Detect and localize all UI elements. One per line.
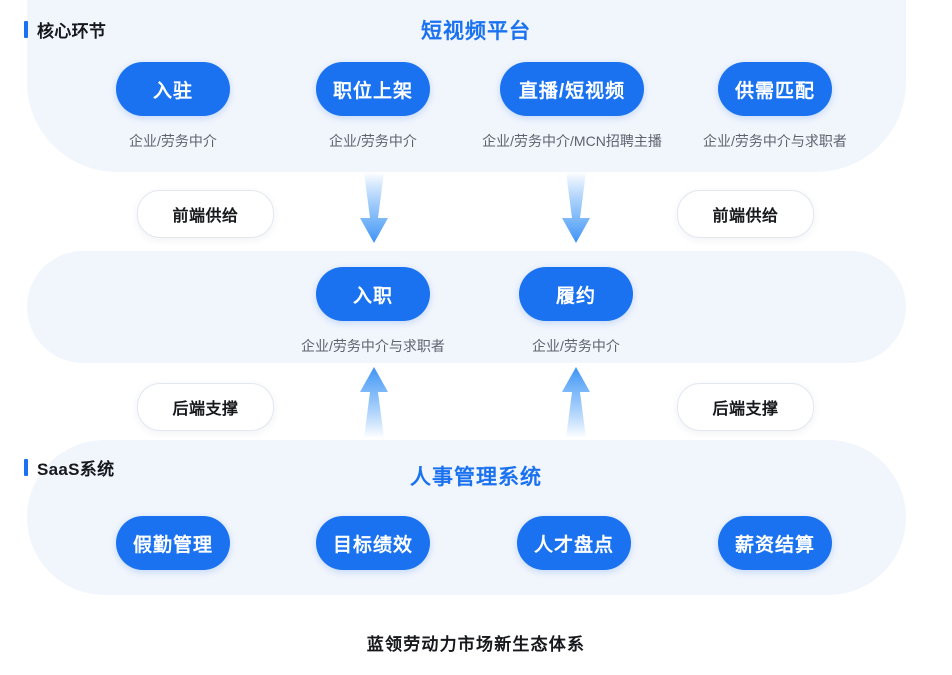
- node-label: 目标绩效: [332, 534, 413, 556]
- chip-front-supply-right[interactable]: 前端供给: [677, 190, 814, 238]
- node-ruzhu[interactable]: 入驻: [116, 62, 230, 116]
- node-caption-zhibo-duanshipin: 企业/劳务中介/MCN招聘主播: [482, 133, 662, 149]
- node-jiaqin-guanli[interactable]: 假勤管理: [116, 516, 230, 570]
- node-caption-gongxu-pipei: 企业/劳务中介与求职者: [703, 133, 847, 149]
- node-gongxu-pipei[interactable]: 供需匹配: [718, 62, 832, 116]
- chip-label: 前端供给: [172, 208, 239, 225]
- section-tag-core: 核心环节: [24, 17, 106, 42]
- node-ruzhi[interactable]: 入职: [316, 267, 430, 321]
- node-label: 职位上架: [332, 80, 413, 102]
- node-label: 人才盘点: [533, 534, 614, 556]
- node-rencai-pandian[interactable]: 人才盘点: [517, 516, 631, 570]
- diagram-caption: 蓝领劳动力市场新生态体系: [366, 635, 586, 654]
- node-xinzi-jiesuan[interactable]: 薪资结算: [718, 516, 832, 570]
- arrow-up-right-icon: [562, 367, 590, 438]
- section-tag-saas: SaaS系统: [24, 455, 114, 480]
- section-marker-bar-icon: [24, 21, 28, 38]
- node-label: 履约: [555, 285, 596, 307]
- node-label: 薪资结算: [734, 534, 815, 556]
- chip-label: 前端供给: [712, 208, 779, 225]
- arrow-down-left-icon: [360, 172, 388, 243]
- saas-band-title: 人事管理系统: [410, 466, 542, 489]
- core-band-title: 短视频平台: [421, 20, 531, 43]
- chip-back-support-left[interactable]: 后端支撑: [137, 383, 274, 431]
- chip-front-supply-left[interactable]: 前端供给: [137, 190, 274, 238]
- node-caption-ruzhu: 企业/劳务中介: [129, 133, 217, 149]
- node-zhibo-duanshipin[interactable]: 直播/短视频: [500, 62, 644, 116]
- node-label: 供需匹配: [734, 80, 815, 102]
- node-caption-ruzhi: 企业/劳务中介与求职者: [301, 338, 445, 354]
- section-marker-bar-icon: [24, 459, 28, 476]
- arrow-down-right-icon: [562, 172, 590, 243]
- chip-label: 后端支撑: [172, 401, 239, 418]
- middle-stage-band: [27, 251, 906, 363]
- node-zhiwei-shangjia[interactable]: 职位上架: [316, 62, 430, 116]
- chip-back-support-right[interactable]: 后端支撑: [677, 383, 814, 431]
- node-caption-lvyue: 企业/劳务中介: [532, 338, 620, 354]
- node-lvyue[interactable]: 履约: [519, 267, 633, 321]
- section-tag-core-label: 核心环节: [37, 22, 107, 41]
- chip-label: 后端支撑: [712, 401, 779, 418]
- section-tag-saas-label: SaaS系统: [37, 460, 115, 479]
- node-caption-zhiwei-shangjia: 企业/劳务中介: [329, 133, 417, 149]
- node-label: 入驻: [152, 80, 193, 102]
- node-label: 假勤管理: [132, 534, 213, 556]
- node-label: 入职: [352, 285, 393, 307]
- arrow-up-left-icon: [360, 367, 388, 438]
- node-mubiao-jixiao[interactable]: 目标绩效: [316, 516, 430, 570]
- node-label: 直播/短视频: [518, 80, 626, 102]
